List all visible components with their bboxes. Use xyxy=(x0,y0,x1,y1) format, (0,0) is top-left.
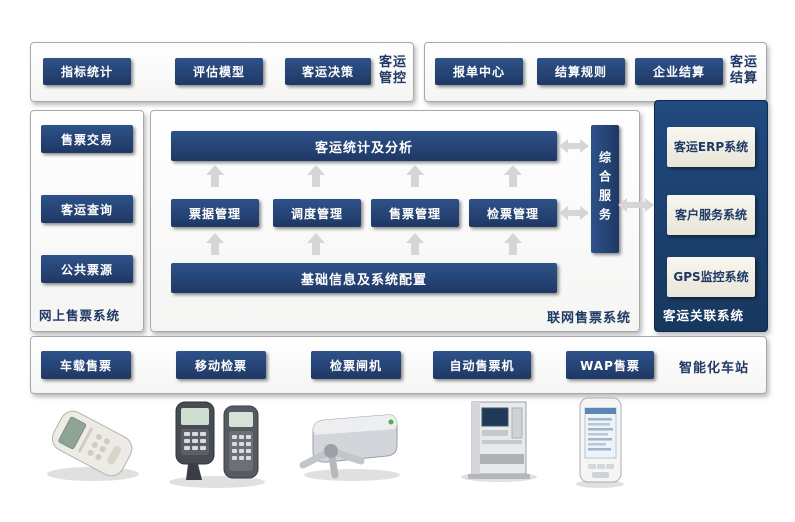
panel-network-ticketing: 客运统计及分析 票据管理 调度管理 售票管理 检票管理 基础信息及系统配置 综合… xyxy=(150,110,640,332)
double-arrow-icon xyxy=(559,139,589,153)
up-arrow-icon xyxy=(406,165,424,187)
node-auto-ticket-machine: 自动售票机 xyxy=(433,351,531,379)
node-public-ticket-source: 公共票源 xyxy=(41,255,133,283)
panel-label-passenger-settlement: 客运结算 xyxy=(729,55,758,87)
wap-phone-image xyxy=(576,397,624,488)
double-arrow-icon xyxy=(618,198,654,212)
node-ticket-management: 票据管理 xyxy=(171,199,259,227)
panel-label-smart-station: 智能化车站 xyxy=(679,361,750,376)
node-passenger-query: 客运查询 xyxy=(41,195,133,223)
mobile-scanner-image xyxy=(169,401,265,488)
up-arrow-icon xyxy=(206,233,224,255)
up-arrow-icon xyxy=(307,233,325,255)
up-arrow-icon xyxy=(504,233,522,255)
panel-related-systems: 客运ERP系统 客户服务系统 GPS监控系统 客运关联系统 xyxy=(654,100,768,332)
panel-passenger-settlement: 报单中心 结算规则 企业结算 客运结算 xyxy=(424,42,767,102)
node-passenger-decision: 客运决策 xyxy=(285,58,371,85)
node-ticket-gate: 检票闸机 xyxy=(311,351,401,379)
panel-online-ticketing: 售票交易 客运查询 公共票源 网上售票系统 xyxy=(30,110,144,332)
node-passenger-statistics-analysis: 客运统计及分析 xyxy=(171,131,557,161)
panel-label-online-ticketing: 网上售票系统 xyxy=(39,308,121,323)
node-report-center: 报单中心 xyxy=(435,58,523,85)
panel-label-passenger-control: 客运管控 xyxy=(378,55,407,87)
node-enterprise-settlement: 企业结算 xyxy=(635,58,723,85)
panel-label-network-ticketing: 联网售票系统 xyxy=(546,311,631,326)
node-gps-monitoring-system: GPS监控系统 xyxy=(667,257,755,297)
double-arrow-icon xyxy=(559,206,589,220)
node-evaluation-model: 评估模型 xyxy=(175,58,263,85)
panel-label-related-systems: 客运关联系统 xyxy=(663,308,745,323)
node-onboard-ticketing: 车载售票 xyxy=(41,351,131,379)
up-arrow-icon xyxy=(406,233,424,255)
node-customer-service-system: 客户服务系统 xyxy=(667,195,755,235)
node-passenger-erp-system: 客运ERP系统 xyxy=(667,127,755,167)
node-ticket-check-management: 检票管理 xyxy=(469,199,557,227)
panel-passenger-control: 指标统计 评估模型 客运决策 客运管控 xyxy=(30,42,414,102)
node-basic-info-system-config: 基础信息及系统配置 xyxy=(171,263,557,293)
turnstile-gate-image xyxy=(299,414,400,481)
node-mobile-ticket-check: 移动检票 xyxy=(176,351,266,379)
ticket-vending-machine-image xyxy=(461,401,537,482)
panel-smart-station: 车载售票 移动检票 检票闸机 自动售票机 WAP售票 智能化车站 xyxy=(30,336,767,394)
handheld-pos-image xyxy=(47,410,139,481)
node-ticketing-management: 售票管理 xyxy=(371,199,459,227)
node-dispatch-management: 调度管理 xyxy=(273,199,361,227)
node-settlement-rules: 结算规则 xyxy=(537,58,625,85)
node-ticket-transaction: 售票交易 xyxy=(41,125,133,153)
up-arrow-icon xyxy=(307,165,325,187)
up-arrow-icon xyxy=(206,165,224,187)
up-arrow-icon xyxy=(504,165,522,187)
node-comprehensive-services: 综合服务 xyxy=(591,125,619,253)
node-indicator-statistics: 指标统计 xyxy=(43,58,131,85)
node-wap-ticketing: WAP售票 xyxy=(566,351,654,379)
